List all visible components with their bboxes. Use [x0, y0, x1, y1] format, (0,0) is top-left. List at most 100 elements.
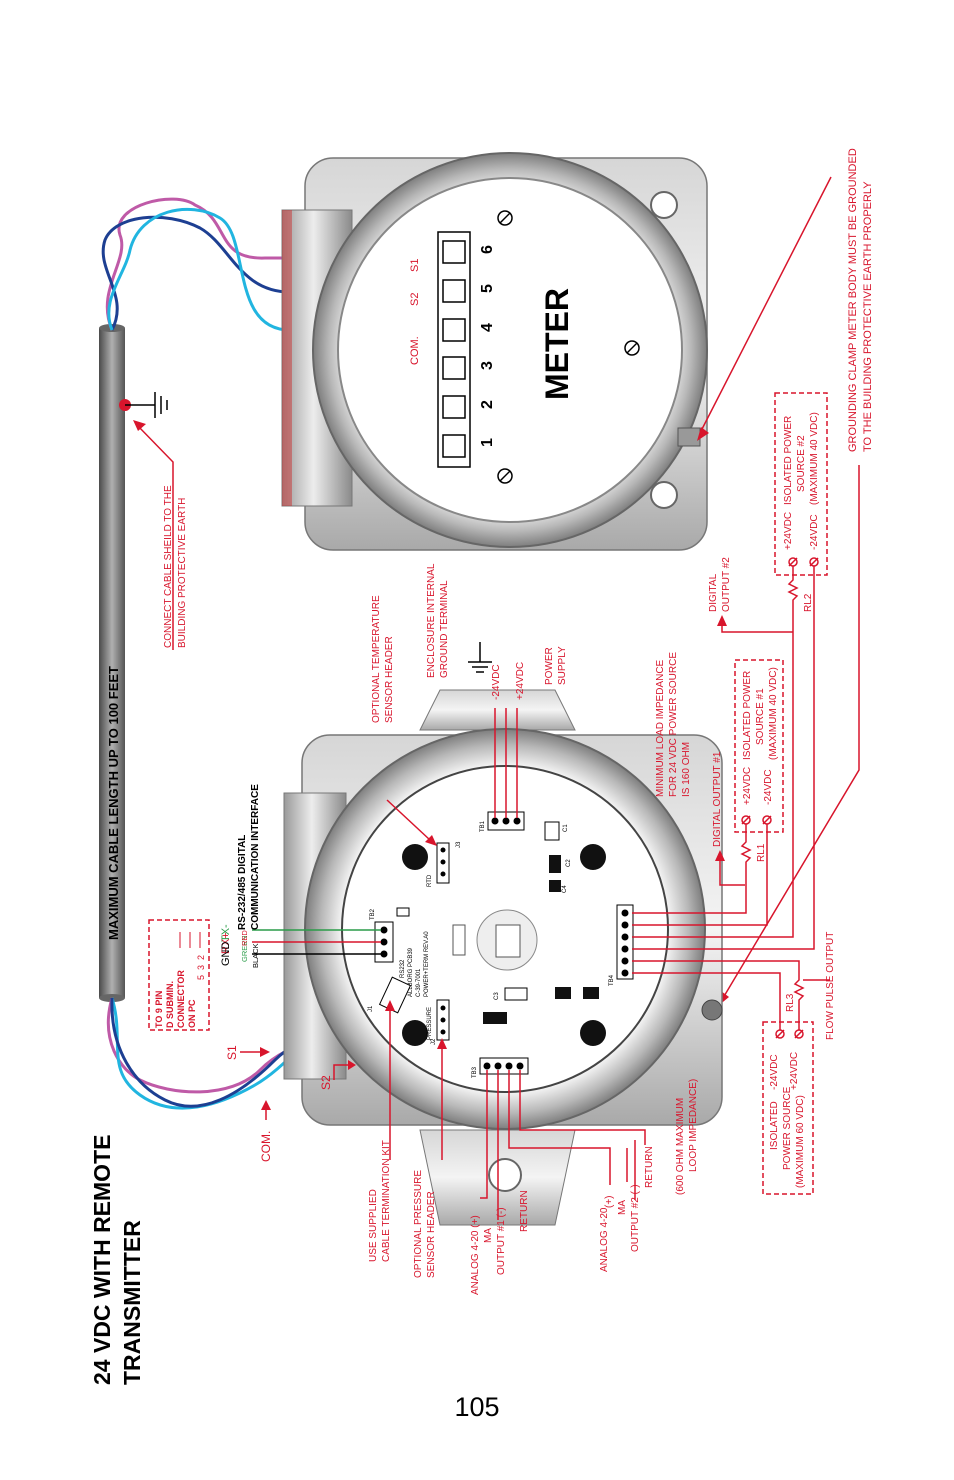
meter-s1-label: S1 — [409, 259, 421, 272]
iso-source-1-box — [734, 659, 784, 833]
use-supplied-2: CABLE TERMINATION KIT — [381, 1140, 392, 1262]
analog2-1b: (+) — [604, 1196, 615, 1209]
meter-s2-label: S2 — [409, 293, 421, 306]
board-mount-holes — [402, 844, 606, 1046]
board-j2: J2 — [431, 1038, 437, 1045]
wire-gnd: GND — [220, 942, 232, 967]
plus24-ps: +24VDC — [515, 662, 526, 700]
min-load-3: IS 160 OHM — [681, 742, 692, 797]
comm-wires — [252, 929, 381, 955]
loop-note-2: LOOP IMPEDANCE) — [688, 1079, 699, 1172]
analog2-3: OUTPUT #2 (-) — [630, 1184, 641, 1252]
iso3-plus: +24VDC — [789, 1052, 800, 1090]
pc-note-1: TO 9 PIN — [154, 991, 164, 1028]
enc-ground-2: GROUND TERMINAL — [439, 580, 450, 678]
tx-com-label: COM. — [259, 1131, 273, 1162]
enclosure-ground-icon — [468, 642, 492, 673]
cable-length-label: MAXIMUM CABLE LENGTH UP TO 100 FEET — [106, 666, 121, 940]
enc-ground-1: ENCLOSURE INTERNAL — [426, 563, 437, 678]
cable-jacket — [99, 328, 125, 998]
top-lug — [419, 689, 576, 731]
tx-s1-label: S1 — [225, 1045, 239, 1060]
digital-output-2-2: OUTPUT #2 — [721, 557, 732, 612]
analog1-3: OUTPUT #1 (-) — [496, 1207, 507, 1275]
tb3-analog-terminal[interactable] — [479, 1057, 529, 1075]
tb4-digital-terminal[interactable] — [616, 904, 634, 980]
top-notes: OPTIONAL TEMPERATURE SENSOR HEADER ENCLO… — [371, 563, 568, 846]
opt-pressure-2: SENSOR HEADER — [426, 1191, 437, 1278]
page-title: 24 VDC WITH REMOTE TRANSMITTER — [89, 1135, 145, 1385]
terminal-3: 3 — [479, 361, 496, 370]
iso1-1: ISOLATED POWER — [742, 671, 753, 760]
analog1-4: RETURN — [519, 1190, 530, 1232]
board-c3: C3 — [494, 992, 500, 1000]
iso3-minus: -24VDC — [769, 1054, 780, 1090]
color-red: RED — [240, 930, 249, 946]
wire-rx: RX+ — [220, 932, 232, 954]
board-c4: C4 — [562, 885, 568, 893]
iso-source-2-box — [774, 392, 828, 576]
iso3-1: ISOLATED — [769, 1101, 780, 1150]
iso1-2: SOURCE #1 — [755, 688, 766, 745]
board-tb3: TB3 — [472, 1066, 478, 1078]
color-green: GREEN — [240, 935, 249, 962]
tx-s2-label: S2 — [319, 1075, 333, 1090]
earth-ground-icon — [154, 392, 168, 418]
plus24-1: +24VDC — [742, 767, 753, 805]
board-rs: RS232 — [400, 959, 406, 978]
pc-connector-box: TO 9 PIN D SUBMIN. CONNECTOR ON PC 2 3 5 — [148, 919, 210, 1031]
opt-temp-2: SENSOR HEADER — [384, 636, 395, 723]
rs232-label-2: COMMUNICATION INTERFACE — [250, 784, 261, 930]
analog2-4: RETURN — [644, 1146, 655, 1188]
grounding-note-1: GROUNDING CLAMP METER BODY MUST BE GROUN… — [847, 148, 859, 452]
board-pressure: PRESSURE — [427, 1007, 433, 1040]
meter-com-label: COM. — [409, 336, 421, 365]
terminal-6: 6 — [479, 245, 496, 254]
iso2-2: SOURCE #2 — [796, 435, 807, 492]
rl1: RL1 — [756, 843, 767, 862]
terminal-1: 1 — [479, 438, 496, 447]
iso1-3: (MAXIMUM 40 VDC) — [768, 667, 779, 760]
terminal-screw-icon — [788, 557, 819, 567]
shield-note-1: CONNECT CABLE SHEILD TO THE — [163, 485, 174, 648]
meter-terminal-block — [437, 231, 471, 468]
sensor-labels: S1 S2 COM. — [225, 1045, 356, 1162]
board-c2: C2 — [566, 859, 572, 867]
remote-cable: MAXIMUM CABLE LENGTH UP TO 100 FEET CONN… — [99, 324, 188, 1002]
digital-output-1: DIGITAL OUTPUT #1 — [712, 751, 723, 847]
minus24-1: -24VDC — [763, 769, 774, 805]
terminal-2: 2 — [479, 400, 496, 409]
meter-screw-icon — [497, 210, 640, 484]
rl3: RL3 — [785, 993, 796, 1012]
transmitter-enclosure: TB2 RS232 ALLBORG PCB39 C-39-7001 POWER+… — [283, 689, 723, 1226]
minus24-2: -24VDC — [809, 514, 820, 550]
mount-hole — [650, 191, 678, 219]
shield-note-2: BUILDING PROTECTIVE EARTH — [177, 498, 188, 648]
flow-pulse: FLOW PULSE OUTPUT — [825, 932, 836, 1040]
board-tb1: TB1 — [480, 820, 486, 832]
analog1-1: ANALOG 4-20 (+) — [470, 1215, 481, 1295]
iso3-3: (MAXIMUM 60 VDC) — [795, 1095, 806, 1188]
terminal-5: 5 — [479, 284, 496, 293]
page-number: 105 — [454, 1392, 500, 1422]
meter-terminal-numbers: 1 2 3 4 5 6 — [479, 245, 496, 447]
pin-5: 5 — [196, 975, 206, 980]
meter-terminals — [442, 240, 466, 458]
iso-source-3-box — [762, 1021, 814, 1195]
min-load-2: FOR 24 VDC POWER SOURCE — [668, 652, 679, 797]
opt-temp-1: OPTIONAL TEMPERATURE — [371, 595, 382, 723]
board-j3: J3 — [456, 841, 462, 848]
opt-pressure-1: OPTIONAL PRESSURE — [413, 1170, 424, 1278]
board-tb2: TB2 — [370, 908, 376, 920]
analog-wires — [480, 1070, 646, 1220]
terminal-screw-icon — [775, 1029, 804, 1039]
board-part-2: C-39-7001 — [416, 968, 422, 997]
board-part-1: ALLBORG PCB39 — [408, 947, 414, 997]
use-supplied-1: USE SUPPLIED — [368, 1189, 379, 1262]
minus24-ps: -24VDC — [491, 664, 502, 700]
color-black: BLACK — [251, 943, 260, 968]
power-label-2: SUPPLY — [557, 646, 568, 685]
title-line-2: TRANSMITTER — [119, 1220, 145, 1385]
